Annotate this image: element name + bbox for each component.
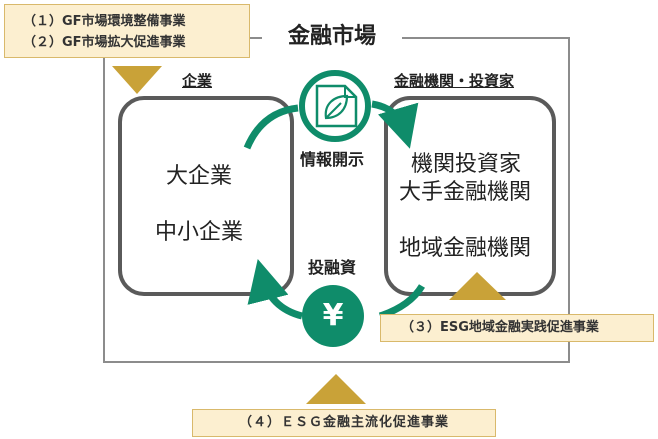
- program-2-label: （２）GF市場拡大促進事業: [23, 35, 186, 50]
- program-4-tag: （４）ＥＳＧ金融主流化促進事業: [192, 409, 496, 437]
- program-1-marker: [112, 66, 162, 94]
- yen-coin-icon: [302, 285, 364, 347]
- program-3-marker: [449, 272, 506, 300]
- investment-arrow: [378, 284, 426, 320]
- major-banks-label: 大手金融機関: [399, 180, 532, 205]
- program-1-2-tag: （１）GF市場環境整備事業 （２）GF市場拡大促進事業: [4, 4, 250, 58]
- sme-label: 中小企業: [155, 220, 244, 245]
- financial-institutions-heading: 金融機関・投資家: [394, 72, 515, 90]
- investment-label: 投融資: [308, 258, 357, 277]
- investment-arrowhead: [247, 259, 303, 320]
- disclosure-arrowhead: [371, 100, 419, 149]
- yen-symbol: ¥: [322, 298, 344, 333]
- program-3-tag: （３）ESG地域金融実践促進事業: [380, 314, 654, 342]
- disclosure-label: 情報開示: [300, 150, 365, 169]
- disclosure-arrow: [243, 104, 299, 150]
- large-companies-label: 大企業: [166, 164, 233, 189]
- market-title: 金融市場: [262, 22, 402, 52]
- companies-heading: 企業: [182, 72, 213, 90]
- regional-banks-label: 地域金融機関: [399, 236, 532, 261]
- institutional-investors-label: 機関投資家: [411, 152, 522, 177]
- program-1-label: （１）GF市場環境整備事業: [23, 14, 186, 29]
- program-4-marker: [306, 374, 366, 404]
- leaf-document-icon: [299, 70, 371, 142]
